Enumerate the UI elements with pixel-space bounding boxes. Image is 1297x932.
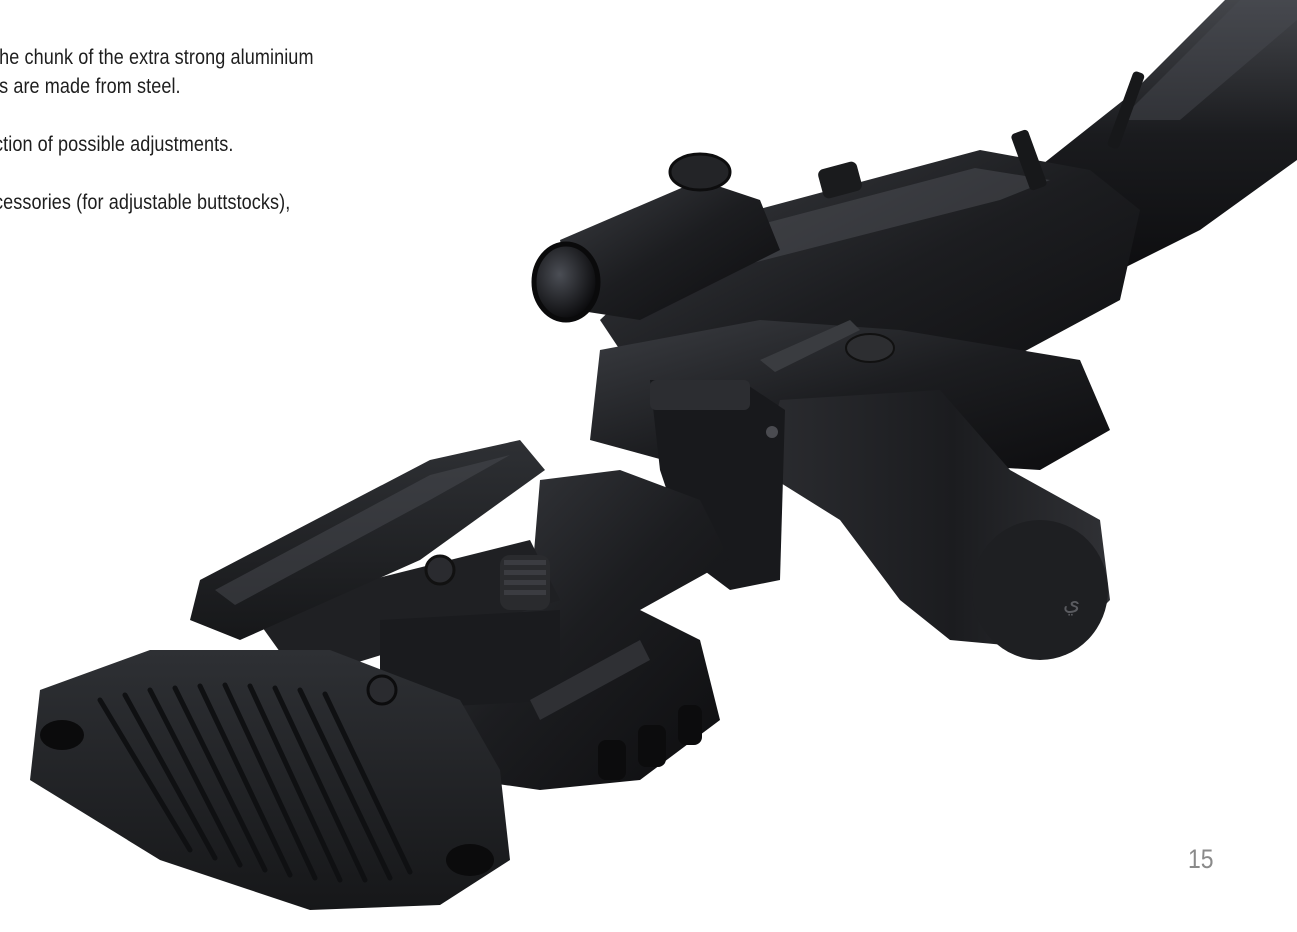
page-number: 15 bbox=[1188, 844, 1214, 874]
cheek-rest bbox=[190, 440, 545, 640]
body-text: the chunk of the extra strong aluminium … bbox=[0, 43, 424, 217]
butt-pad bbox=[30, 650, 510, 910]
body-line-2: ts are made from steel. bbox=[0, 75, 181, 98]
skeleton-stock bbox=[250, 470, 730, 790]
body-line-1: the chunk of the extra strong aluminium bbox=[0, 46, 314, 69]
body-line-4: cessories (for adjustable buttstocks), bbox=[0, 191, 291, 214]
pistol-grip: ي bbox=[760, 390, 1110, 660]
svg-text:ي: ي bbox=[1063, 591, 1080, 616]
red-dot-scope bbox=[531, 152, 862, 323]
body-line-3: ction of possible adjustments. bbox=[0, 133, 234, 156]
